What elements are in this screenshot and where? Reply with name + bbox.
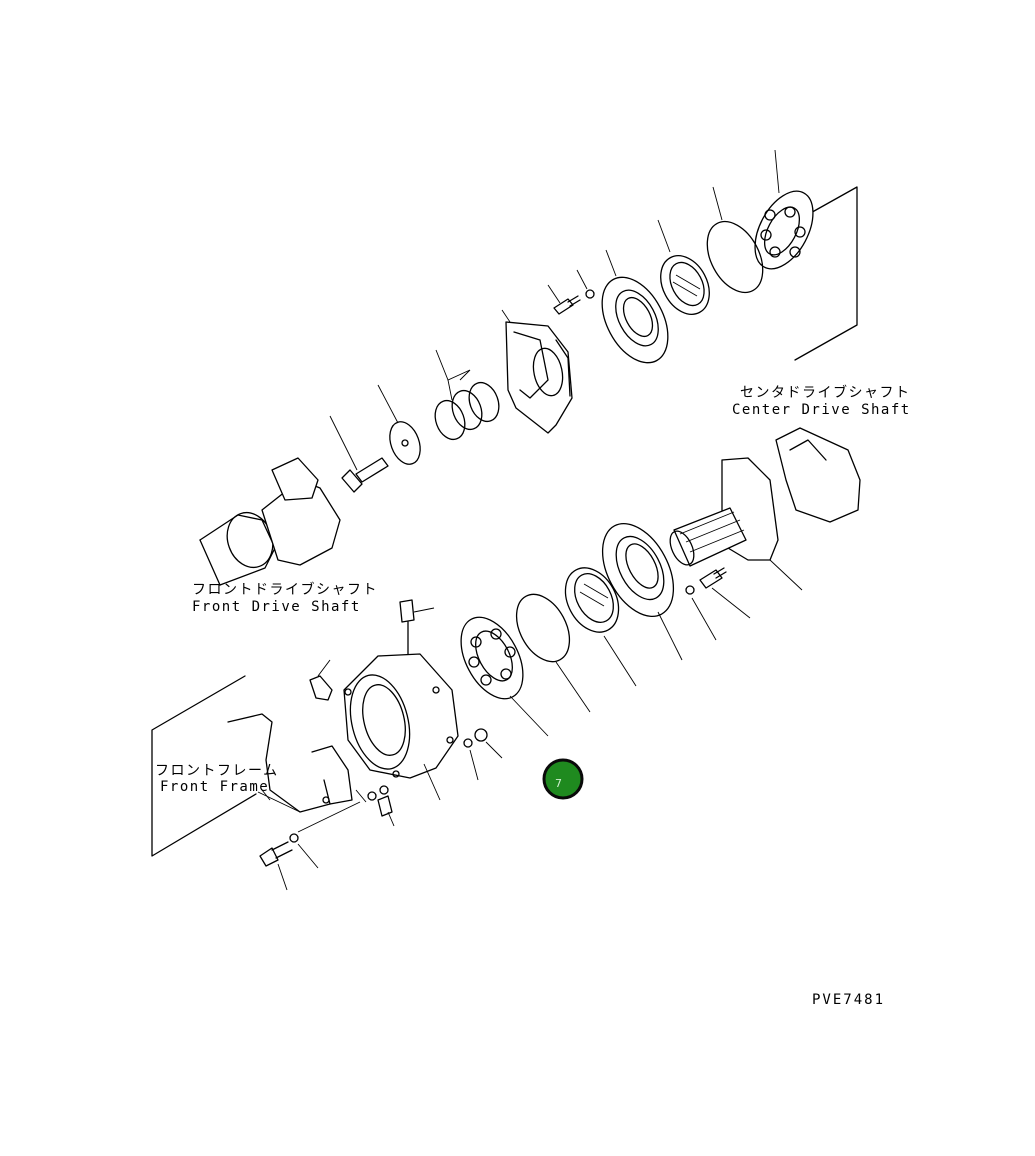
grease-fitting-part	[399, 599, 435, 657]
housing-small-bolts-part	[355, 785, 395, 827]
callout-marker-number: 7	[555, 777, 562, 790]
upper-bolt-part	[547, 269, 595, 315]
upper-bearing-part	[754, 149, 814, 270]
center-drive-shaft-part	[775, 427, 861, 523]
elbow-fitting-part	[309, 659, 333, 701]
lower-o-ring-part	[515, 593, 591, 713]
lower-right-bolt-part	[685, 567, 751, 641]
center-drive-shaft-label-jp: センタドライブシャフト	[740, 384, 911, 401]
snap-rings-part	[434, 349, 500, 441]
front-drive-shaft-label-jp: フロントドライブシャフト	[192, 581, 378, 598]
upper-yoke-flange-part	[501, 309, 573, 434]
housing-nut-part	[463, 728, 503, 781]
front-frame-label-en: Front Frame	[160, 779, 269, 795]
callout-marker[interactable]: 7	[542, 758, 584, 800]
lower-seal-cover-part	[601, 523, 683, 661]
center-drive-shaft-label-en: Center Drive Shaft	[732, 402, 911, 418]
lower-race-part	[564, 567, 637, 687]
bearing-housing-part	[343, 653, 459, 801]
center-bolt-part	[329, 415, 389, 493]
front-drive-shaft-part	[199, 457, 341, 586]
center-shaft-bracket	[794, 186, 858, 361]
upper-seal-cover-part	[601, 249, 669, 364]
lower-bearing-part	[460, 616, 549, 737]
lower-left-bolt-part	[259, 801, 361, 891]
upper-o-ring-part	[706, 186, 764, 294]
spacer-disc-part	[377, 384, 421, 465]
upper-race-part	[657, 219, 710, 315]
front-frame-bracket-part	[151, 675, 353, 857]
drawing-code: PVE7481	[812, 992, 885, 1008]
front-drive-shaft-label-en: Front Drive Shaft	[192, 599, 361, 615]
front-frame-label-jp: フロントフレーム	[155, 763, 279, 779]
lower-yoke-flange-part	[669, 457, 803, 591]
